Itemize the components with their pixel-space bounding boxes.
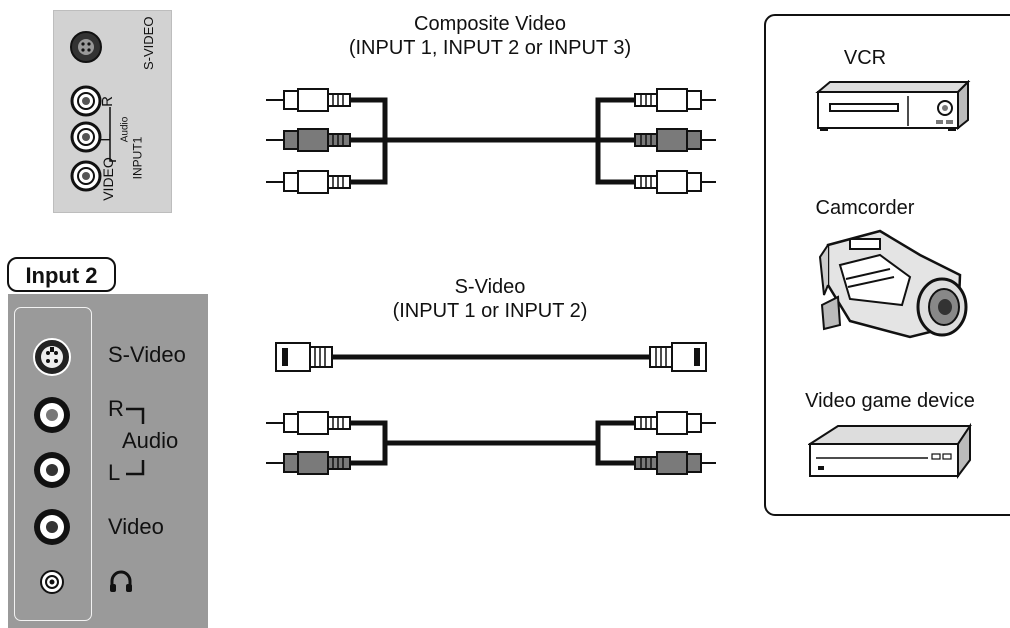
composite-left-plug-red [266,128,351,152]
rear-input-label: INPUT1 [130,136,145,180]
audio-bracket [109,107,116,162]
input2-l-label: L [108,460,121,485]
audio-r-jack-icon [34,397,70,433]
composite-plugs-right [634,88,716,194]
svideo-title-line2: (INPUT 1 or INPUT 2) [392,300,588,322]
video-jack-icon [34,509,70,545]
vcr-icon [815,80,971,131]
svideo-title-line1: S-Video [454,276,526,298]
rear-jacks [70,31,116,192]
composite-cable-line [350,97,635,185]
composite-left-plug-video [266,88,351,112]
composite-title-line1: Composite Video [414,13,566,35]
audio-cable-line [350,420,635,466]
svideo-title: S-Video (INPUT 1 or INPUT 2) [330,275,650,323]
audio-right-plug-white [634,411,716,435]
camcorder-icon [818,229,968,339]
input2-r-label: R [108,396,124,421]
rear-jack-panel: S-VIDEO R L Audio VIDEO INPUT1 [53,10,172,213]
audio-cable [266,411,716,475]
composite-right-plug-white [634,170,716,194]
rear-l-label: L [97,133,115,142]
video-jack-icon [70,160,102,192]
input2-jack-column [14,307,92,621]
rear-video-label: VIDEO [99,157,116,201]
source-devices-panel [764,14,1010,516]
rear-svideo-label: S-VIDEO [141,16,156,70]
input2-svideo-label: S-Video [108,342,186,367]
svideo-left-plug [275,342,333,372]
svideo-jack-icon [33,338,71,376]
audio-left-plug-red [266,451,351,475]
input2-jacks [33,338,71,594]
audio-left-plug-white [266,411,351,435]
composite-plugs-left [266,88,351,194]
headphone-icon [110,570,132,592]
audio-l-jack-icon [34,452,70,488]
svideo-jack-icon [70,31,102,63]
vcr-label: VCR [843,47,887,69]
input2-audio-label: Audio [122,428,179,453]
composite-right-plug-red [634,128,716,152]
rear-audio-label: Audio [119,116,131,143]
rear-r-label: R [98,96,116,107]
composite-title: Composite Video (INPUT 1, INPUT 2 or INP… [300,12,680,60]
svideo-right-plug [649,342,707,372]
game-device-label: Video game device [805,390,975,412]
audio-r-jack-icon [70,85,102,117]
headphone-jack-icon [40,570,64,594]
composite-left-plug-white [266,170,351,194]
input2-video-label: Video [108,514,164,539]
composite-title-line2: (INPUT 1, INPUT 2 or INPUT 3) [348,37,632,59]
svideo-cable [275,342,707,372]
input2-title: Input 2 [7,257,116,292]
input2-audio-bracket [126,407,145,476]
audio-l-jack-icon [70,121,102,153]
composite-right-plug-video [634,88,716,112]
camcorder-label: Camcorder [815,197,915,219]
composite-cable [266,88,716,194]
audio-right-plug-red [634,451,716,475]
game-device-icon [808,422,972,479]
